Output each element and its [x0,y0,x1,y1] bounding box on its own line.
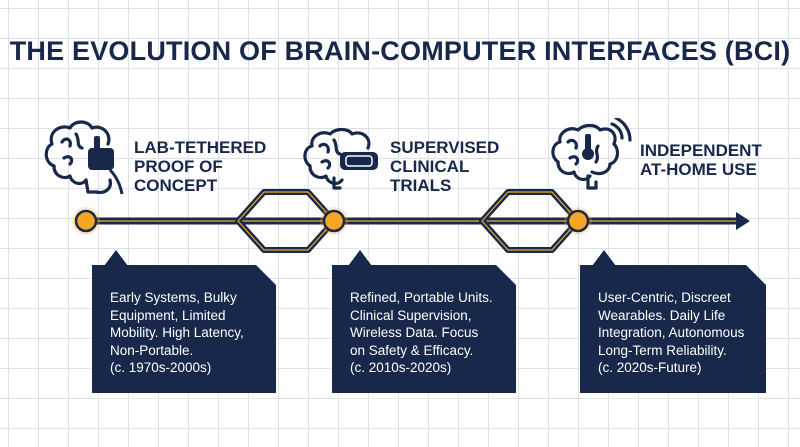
card-text-line: Clinical Supervision, [350,307,472,323]
card-pointer-3 [592,250,616,266]
card-pointer-2 [348,250,372,266]
phase-label-line: AT-HOME USE [640,160,757,179]
timeline-node-1 [72,207,100,235]
card-text-line: Wearables. Daily Life [598,307,726,323]
card-text-line: on Safety & Efficacy. [350,342,474,358]
card-text-line: (c. 2010s-2020s) [350,360,452,375]
timeline-arrow-icon [736,212,750,230]
phase-label-line: SUPERVISED [390,138,500,157]
phase-label-line: INDEPENDENT [640,141,762,160]
card-text-line: Wireless Data. Focus [350,325,479,340]
phase-label-supervised-clinical: SUPERVISED CLINICAL TRIALS [390,138,499,195]
phase-label-line: TRIALS [390,176,452,195]
card-text-line: (c. 1970s-2000s) [110,360,212,375]
card-text-line: Integration, Autonomous [598,325,745,340]
card-pointer-1 [104,250,128,266]
card-text-line: Refined, Portable Units. [350,290,493,305]
card-text-line: Non-Portable. [110,342,194,358]
brain-wireless-icon [551,118,632,190]
phase-label-lab-tethered: LAB-TETHERED PROOF OF CONCEPT [134,138,266,195]
card-text-line: (c. 2020s-Future) [598,360,702,375]
phase-card-3: User-Centric, Discreet Wearables. Daily … [580,265,766,393]
phase-label-line: CONCEPT [134,176,218,195]
phase-label-independent: INDEPENDENT AT-HOME USE [640,141,762,179]
phase-label-line: LAB-TETHERED [134,138,267,157]
card-text-line: Equipment, Limited [110,307,226,323]
timeline-node-3 [564,207,592,235]
card-text-line: Long-Term Reliability. [598,342,727,358]
phase-label-line: CLINICAL [390,157,470,176]
card-text-line: User-Centric, Discreet [598,290,731,305]
timeline-node-2 [320,207,348,235]
phase-label-line: PROOF OF [134,157,223,176]
card-text-line: Early Systems, Bulky [110,290,237,305]
card-text-line: Mobility. High Latency, [110,325,244,340]
brain-headset-cable-icon [44,120,124,195]
brain-vr-headset-icon [303,127,378,190]
phase-card-1: Early Systems, Bulky Equipment, Limited … [92,265,276,393]
phase-card-2: Refined, Portable Units. Clinical Superv… [332,265,516,393]
page-title: THE EVOLUTION OF BRAIN-COMPUTER INTERFAC… [9,36,791,66]
